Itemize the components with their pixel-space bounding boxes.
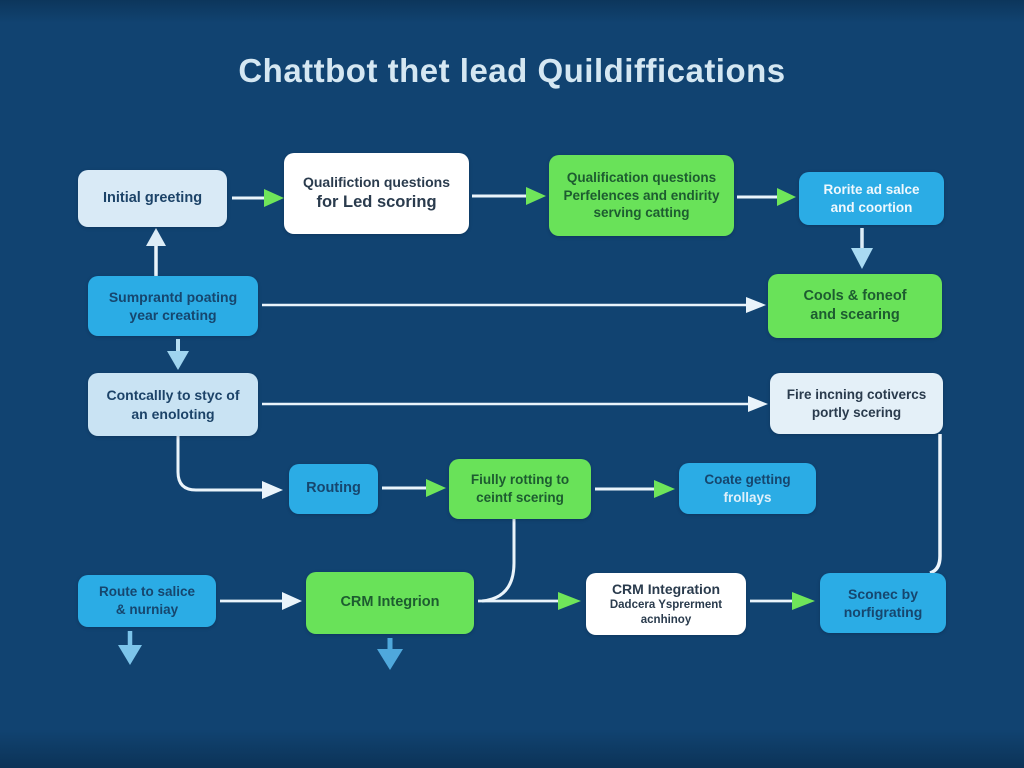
node-text: ceintf scering xyxy=(476,490,564,505)
node-goals-and-scoring: Cools & foneof and scearing xyxy=(768,274,942,338)
node-crm-integration-detail: CRM Integration Dadcera Ysprerment acnhi… xyxy=(586,573,746,635)
arrow-crm-integration-to-scored xyxy=(750,592,815,610)
node-text: Rorite ad salce xyxy=(823,181,920,197)
node-crm-integrion: CRM Integrion xyxy=(306,572,474,634)
arrow-qualifiction-to-qualification xyxy=(472,187,546,205)
node-text: frollays xyxy=(723,489,772,505)
node-text: Route to salice xyxy=(98,584,196,600)
arrow-summarized-down-to-contact xyxy=(167,339,189,370)
node-scored-by: Sconec by norfigrating xyxy=(820,573,946,633)
node-text: portly scering xyxy=(811,404,902,420)
wire-fire-down-to-scored xyxy=(929,434,942,575)
node-text: an enoloting xyxy=(131,405,215,422)
arrow-crm-integrion-to-crm-integration xyxy=(478,592,581,610)
node-text: Routing xyxy=(306,480,361,497)
node-text: Initial greeting xyxy=(102,189,203,206)
node-initial-greeting: Initial greeting xyxy=(78,170,227,227)
node-routing: Routing xyxy=(289,464,378,514)
page-title: Chattbot thet lead Quildiffications xyxy=(238,52,786,89)
node-coate-getting: Coate getting frollays xyxy=(679,463,816,514)
node-qualification-questions-lead-scoring: Qualifiction questions for Led scoring xyxy=(284,153,469,234)
arrow-route-down-to-goals xyxy=(851,228,873,269)
node-text: and scearing xyxy=(810,307,900,323)
node-fire-inching-scoring: Fire incning cotivercs portly scering xyxy=(770,373,943,434)
arrow-qualification-to-route xyxy=(737,188,796,206)
node-text: Contcallly to styc of xyxy=(106,387,240,404)
arrow-route-sales-down xyxy=(118,631,142,665)
arrow-route-sales-to-crm-integrion xyxy=(220,592,302,610)
arrow-contact-to-fire xyxy=(262,396,768,412)
node-text: Fire incning cotivercs xyxy=(786,386,927,402)
arrow-summarized-to-goals xyxy=(262,297,766,313)
node-text: serving catting xyxy=(593,205,690,221)
node-text: CRM Integrion xyxy=(340,594,440,611)
node-summarized-posting: Sumprantd poating year creating xyxy=(88,276,258,336)
arrow-routing-to-fully xyxy=(382,479,446,497)
node-text: Qualifiction questions xyxy=(302,174,450,191)
node-text: Coate getting xyxy=(704,471,791,487)
node-text: Fiully rotting to xyxy=(470,472,570,488)
node-text: norfigrating xyxy=(843,604,923,620)
node-text: year creating xyxy=(129,307,217,323)
node-text: Dadcera Ysprerment xyxy=(609,599,723,612)
node-fully-rotting-scoring: Fiully rotting to ceintf scering xyxy=(449,459,591,519)
arrow-initial-to-qualifiction xyxy=(232,189,284,207)
node-route-ad-sales: Rorite ad salce and coortion xyxy=(799,172,944,225)
node-text: & nurniay xyxy=(115,602,179,617)
node-text: Sconec by xyxy=(847,585,919,602)
wire-fully-curve-to-crm-arrow xyxy=(481,519,516,603)
node-qualification-questions-preferences: Qualification questions Perfelences and … xyxy=(549,155,734,236)
node-text: Perfelences and endirity xyxy=(563,187,720,203)
arrow-contact-curve-to-routing xyxy=(176,436,283,499)
arrow-fully-to-coate xyxy=(595,480,675,498)
node-text: Sumprantd poating xyxy=(108,288,238,305)
node-text: Qualification questions xyxy=(566,169,717,185)
node-text: Cools & foneof xyxy=(803,287,907,304)
node-text: CRM Integration xyxy=(611,580,721,597)
node-route-to-sales: Route to salice & nurniay xyxy=(78,575,216,627)
node-text: and coortion xyxy=(830,199,913,215)
node-contact-style: Contcallly to styc of an enoloting xyxy=(88,373,258,436)
node-text: for Led scoring xyxy=(316,192,437,211)
arrow-summarized-up-to-initial xyxy=(146,228,166,276)
node-text: acnhinoy xyxy=(640,614,692,627)
arrow-crm-integrion-down xyxy=(377,638,403,670)
